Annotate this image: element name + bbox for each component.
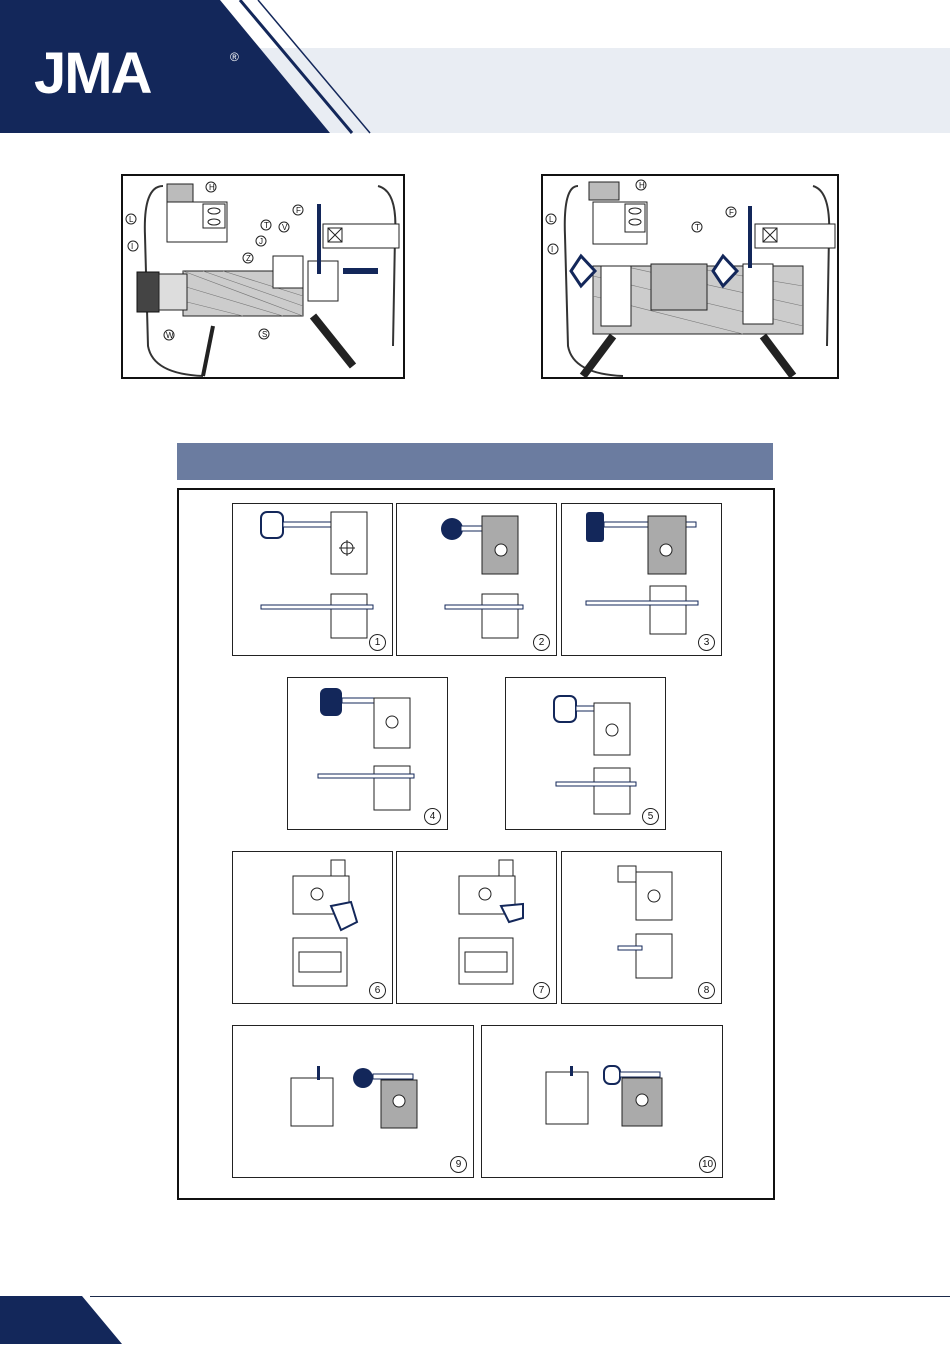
footer-rule xyxy=(90,1296,950,1297)
callout-label: H xyxy=(209,183,215,192)
panel-number: 4 xyxy=(424,808,441,825)
footer-accent xyxy=(0,1296,140,1344)
machine-figure-right: H L T F I xyxy=(541,174,839,379)
section-header-bar xyxy=(177,443,773,480)
panel-number: 7 xyxy=(533,982,550,999)
callout-label: V xyxy=(282,223,288,232)
diagram-panel-6: 6 xyxy=(232,851,393,1004)
callout-label: S xyxy=(262,330,267,339)
callout-label: W xyxy=(166,331,174,340)
diagram-panel-1: 1 xyxy=(232,503,393,656)
panel-number: 5 xyxy=(642,808,659,825)
callout-label: J xyxy=(259,237,263,246)
panel-number: 1 xyxy=(369,634,386,651)
page-header: JMA ® xyxy=(0,0,950,135)
callout-label: T xyxy=(264,221,269,230)
diagram-panel-5: 5 xyxy=(505,677,666,830)
callout-label: H xyxy=(639,181,645,190)
diagram-panel-10: 10 xyxy=(481,1025,723,1178)
callout-label: F xyxy=(296,206,301,215)
diagram-panel-7: 7 xyxy=(396,851,557,1004)
panel-number: 6 xyxy=(369,982,386,999)
callout-label: L xyxy=(129,215,134,224)
diagram-panel-4: 4 xyxy=(287,677,448,830)
panel-number: 3 xyxy=(698,634,715,651)
machine-figure-left: H L T F I J V Z W S xyxy=(121,174,405,379)
callout-label: T xyxy=(695,223,700,232)
callout-label: F xyxy=(729,208,734,217)
panel-number: 2 xyxy=(533,634,550,651)
diagram-panel-2: 2 xyxy=(396,503,557,656)
callout-label: Z xyxy=(246,254,251,263)
panel-number: 8 xyxy=(698,982,715,999)
panel-number: 9 xyxy=(450,1156,467,1173)
diagram-panel-3: 3 xyxy=(561,503,722,656)
diagram-panel-8: 8 xyxy=(561,851,722,1004)
callout-label: I xyxy=(131,242,133,251)
callout-label: L xyxy=(549,215,554,224)
registered-mark: ® xyxy=(230,50,239,64)
brand-logo: JMA xyxy=(34,40,150,107)
callout-label: I xyxy=(551,245,553,254)
panel-number: 10 xyxy=(699,1156,716,1173)
diagram-panel-9: 9 xyxy=(232,1025,474,1178)
